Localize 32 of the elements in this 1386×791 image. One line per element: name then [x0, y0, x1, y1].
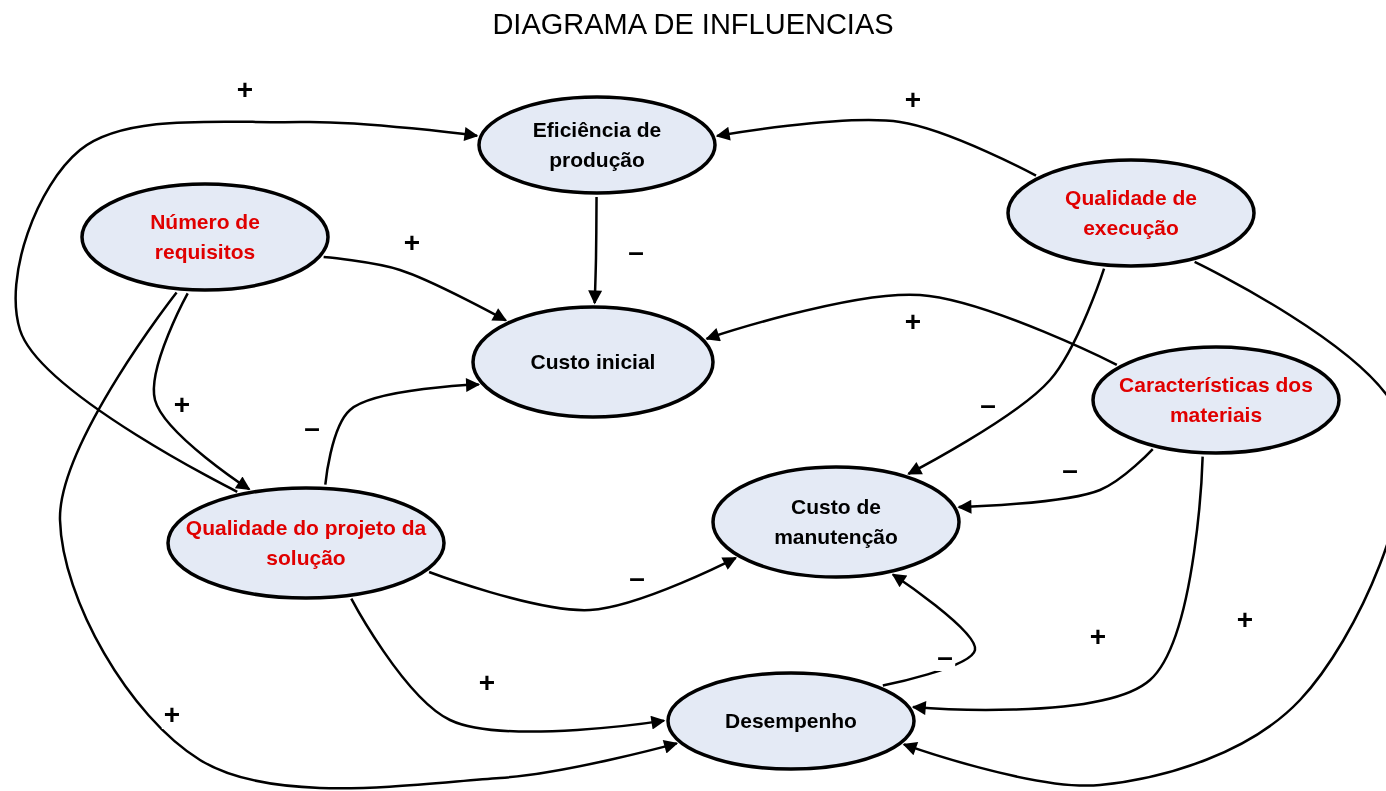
node-label: Qualidade do projeto da solução — [184, 515, 428, 571]
arrow — [957, 448, 1154, 514]
ellipse-node — [471, 305, 715, 419]
arrow — [902, 260, 1386, 787]
arrow — [350, 598, 666, 733]
arrow — [14, 120, 479, 493]
diagram-title: DIAGRAMA DE INFLUENCIAS — [492, 8, 894, 41]
node-label: Desempenho — [724, 708, 858, 734]
arrow — [324, 378, 481, 485]
arrow — [715, 118, 1037, 177]
arrow — [428, 556, 737, 612]
node-label: Número de requisitos — [149, 209, 261, 265]
arrow — [323, 255, 508, 322]
node-label: Qualidade de execução — [1064, 185, 1198, 241]
ellipse-node — [477, 95, 717, 195]
arrow — [911, 456, 1204, 715]
arrow — [58, 291, 679, 790]
node-label: Custo de manutenção — [773, 494, 899, 550]
ellipse-node — [1006, 158, 1256, 268]
ellipse-node — [711, 465, 961, 579]
arrow — [882, 573, 977, 687]
arrow — [588, 197, 603, 305]
arrow — [907, 268, 1106, 476]
node-label: Eficiência de produção — [531, 117, 663, 173]
node-label: Custo inicial — [529, 349, 657, 375]
node-label: Características dos materiais — [1118, 372, 1314, 428]
ellipse-node — [666, 671, 916, 771]
arrow — [152, 292, 251, 491]
ellipse-node — [166, 486, 446, 600]
ellipse-node — [1091, 345, 1341, 455]
ellipse-node — [80, 182, 330, 292]
arrow — [705, 293, 1118, 366]
